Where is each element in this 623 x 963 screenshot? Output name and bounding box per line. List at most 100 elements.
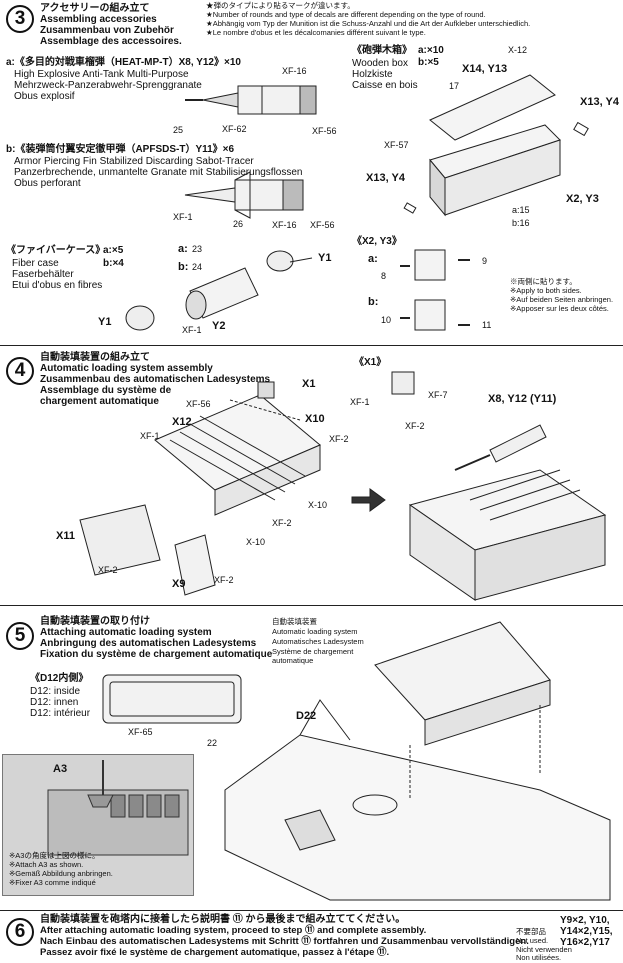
box-decal-a15: a:15 (512, 205, 530, 215)
round-b-title: b:《装弾筒付翼安定徹甲弾（APFSDS-T）Y11》×6 (6, 144, 235, 155)
fiber-case-b-count: b:×4 (103, 258, 124, 269)
round-b-fr: Obus perforant (14, 178, 81, 189)
round-a-en: High Explosive Anti-Tank Multi-Purpose (14, 69, 189, 80)
round-a-paint-xf56: XF-56 (312, 126, 337, 136)
fiber-case-en: Fiber case (12, 258, 59, 269)
step-3-title-fr: Assemblage des accessoires. (40, 36, 182, 47)
fiber-decal-24: 24 (192, 262, 203, 272)
unused-en: Not used. (516, 936, 549, 945)
auto-loader-label-fr2: automatique (272, 656, 314, 665)
step-4-number: 4 (6, 357, 34, 385)
d12-part-drawing (102, 674, 242, 724)
loader-xf56-label: XF-56 (186, 399, 211, 409)
box-en: Wooden box (352, 58, 408, 69)
step-4-title-de: Zusammenbau des automatischen Ladesystem… (40, 374, 271, 385)
box-x12-label: X-12 (508, 45, 528, 55)
loader-x10-label: X10 (305, 413, 325, 425)
round-b-paint-xf16: XF-16 (272, 220, 297, 230)
x2y3-note-de: ※Auf beiden Seiten anbringen. (510, 295, 614, 304)
round-b-de: Panzerbrechende, unmantelte Granate mit … (14, 167, 303, 178)
box-decal-b16: b:16 (512, 218, 530, 228)
auto-loader-label-jp: 自動装填装置 (272, 617, 317, 626)
box-x14y13-label: X14, Y13 (462, 63, 508, 75)
round-b-decal-number: 26 (233, 219, 244, 229)
unused-parts-line1: Y9×2, Y10, (560, 915, 610, 926)
d12-decal-22: 22 (207, 738, 218, 748)
loader-xf2-label-a: XF-2 (329, 434, 349, 444)
x1-detail-drawing (391, 371, 415, 395)
x1-detail-xf2: XF-2 (405, 421, 425, 431)
step-5-title-fr: Fixation du système de chargement automa… (40, 649, 273, 660)
x2y3-panels-drawing (400, 249, 470, 331)
d12-title: 《D12内側》 (30, 673, 89, 684)
round-a-fr: Obus explosif (14, 91, 75, 102)
x2y3-note-en: ※Apply to both sides. (510, 286, 582, 295)
fiber-label-b: b: (178, 261, 189, 273)
box-decal-17: 17 (449, 81, 460, 91)
round-note-de: ★Abhängig vom Typ der Munition ist die S… (206, 19, 531, 28)
round-note-jp: ★弾のタイプにより貼るマークが違います。 (206, 1, 355, 10)
fiber-paint-xf1: XF-1 (182, 325, 202, 335)
x2y3-decal-11: 11 (482, 320, 492, 330)
a3-inset-drawing (47, 760, 189, 856)
round-a-title: a:《多目的対戦車榴弾（HEAT-MP-T）X8, Y12》×10 (6, 57, 241, 68)
d12-fr: D12: intérieur (30, 708, 91, 719)
loader-x9-label: X9 (172, 578, 186, 590)
fiber-y1-label: Y1 (318, 252, 332, 264)
round-a-paint-xf62: XF-62 (222, 124, 247, 134)
step-3-title-jp: アクセサリーの組み立て (40, 3, 150, 14)
box-de: Holzkiste (352, 69, 393, 80)
step-3-number: 3 (6, 5, 34, 33)
step-6-line-de: Nach Einbau des automatischen Ladesystem… (40, 936, 529, 947)
unused-parts-line2: Y14×2,Y15, (560, 926, 613, 937)
a3-label: A3 (53, 763, 68, 775)
loaded-shell-label: X8, Y12 (Y11) (488, 393, 557, 405)
step-4-title-fr1: Assemblage du système de (40, 385, 172, 396)
loader-x10-label-b: X-10 (308, 500, 328, 510)
step-4-title-jp: 自動装填装置の組み立て (40, 352, 150, 363)
step-3-title-en: Assembling accessories (40, 14, 157, 25)
box-x13y4b-label: X13, Y4 (366, 172, 405, 184)
box-fr: Caisse en bois (352, 80, 418, 91)
step-3-title-de: Zusammenbau von Zubehör (40, 25, 174, 36)
box-title: 《砲弾木箱》 (352, 45, 412, 56)
x2y3-a-label: a: (368, 253, 378, 265)
x2y3-b-label: b: (368, 296, 379, 308)
unused-jp: 不要部品 (516, 927, 546, 936)
x2y3-decal-8: 8 (381, 271, 387, 281)
loader-xf1-label: XF-1 (140, 431, 160, 441)
d12-en: D12: inside (30, 686, 81, 697)
auto-loader-label-de: Automatisches Ladesystem (272, 637, 364, 646)
step-6-line-fr: Passez avoir fixé le système de chargeme… (40, 947, 390, 958)
loader-x10-label-c: X-10 (246, 537, 266, 547)
round-b-paint-xf1: XF-1 (173, 212, 193, 222)
x2y3-note-jp: ※両側に貼ります。 (510, 277, 577, 286)
auto-loader-label-en: Automatic loading system (272, 627, 358, 636)
loader-xf2-label-b: XF-2 (272, 518, 292, 528)
round-a-decal-number: 25 (173, 125, 184, 135)
fiber-y2-label: Y2 (212, 320, 226, 332)
loader-xf2-label-d: XF-2 (214, 575, 234, 585)
wooden-box-drawing (403, 74, 589, 217)
loader-x1-label: X1 (302, 378, 316, 390)
box-x2y3-label: X2, Y3 (566, 193, 599, 205)
round-note-fr: ★Le nombre d'obus et les décalcomanies d… (206, 28, 426, 37)
x1-detail-title: 《X1》 (354, 357, 387, 368)
box-a-count: a:×10 (418, 45, 444, 56)
round-b-paint-xf56: XF-56 (310, 220, 335, 230)
step-5-number: 5 (6, 622, 34, 650)
apfsds-round-drawing (184, 171, 304, 219)
heat-round-drawing (185, 85, 317, 115)
a3-inset: A3 ※A3の角度は上図の様に。 ※Attach A3 as shown. ※G… (2, 754, 194, 896)
round-note-en: ★Number of rounds and type of decals are… (206, 10, 486, 19)
loaded-loader-drawing (408, 424, 607, 601)
unused-parts-line3: Y16×2,Y17 (560, 937, 610, 948)
auto-loader-label-fr1: Système de chargement (272, 647, 354, 656)
d12-paint-xf65: XF-65 (128, 727, 153, 737)
separator-3-4 (0, 345, 623, 346)
box-xf57-label: XF-57 (384, 140, 409, 150)
fiber-case-drawing (125, 250, 313, 331)
unused-de: Nicht verwenden (516, 945, 572, 954)
box-x13y4-label: X13, Y4 (580, 96, 619, 108)
